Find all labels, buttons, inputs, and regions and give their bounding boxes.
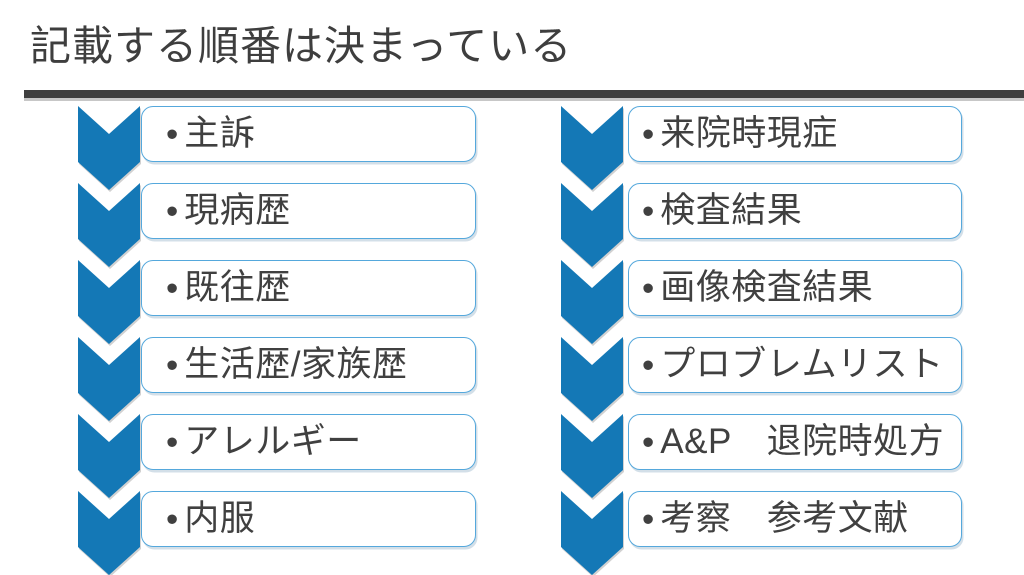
list-item-label: アレルギー — [184, 421, 362, 461]
bullet-marker: • — [642, 345, 655, 385]
list-item-label: 生活歴/家族歴 — [184, 344, 408, 384]
chevron-down-icon — [561, 183, 623, 267]
list-item-box: • 主訴 — [141, 106, 476, 162]
bullet-marker: • — [166, 268, 179, 308]
page-title: 記載する順番は決まっている — [30, 23, 573, 69]
chevron-stack-left — [78, 106, 140, 575]
list-item-label: プロブレムリスト — [660, 344, 944, 384]
list-item-label: 来院時現症 — [660, 113, 838, 153]
list-item-box: • 考察 参考文献 — [628, 491, 962, 547]
list-item-label: A&P 退院時処方 — [660, 421, 945, 461]
title-divider — [24, 90, 1024, 98]
bullet-marker: • — [642, 114, 655, 154]
list-item-label: 主訴 — [184, 113, 256, 153]
list-item-box: • プロブレムリスト — [628, 337, 962, 393]
list-item-label: 検査結果 — [660, 190, 803, 230]
list-item-label: 内服 — [184, 498, 256, 538]
bullet-marker: • — [166, 191, 179, 231]
chevron-down-icon — [561, 491, 623, 575]
chevron-list-left: • 主訴 • 現病歴 • 既往歴 • 生活歴/家族歴 • アレルギー • 内服 — [78, 106, 476, 575]
bullet-marker: • — [642, 499, 655, 539]
chevron-down-icon — [561, 260, 623, 344]
list-item-box: • 既往歴 — [141, 260, 476, 316]
list-item-box: • 来院時現症 — [628, 106, 962, 162]
chevron-down-icon — [78, 260, 140, 344]
chevron-down-icon — [78, 414, 140, 498]
chevron-down-icon — [561, 106, 623, 190]
list-item-box: • 現病歴 — [141, 183, 476, 239]
chevron-down-icon — [78, 337, 140, 421]
list-item-box: • アレルギー — [141, 414, 476, 470]
chevron-down-icon — [78, 491, 140, 575]
bullet-marker: • — [642, 268, 655, 308]
chevron-list-right: • 来院時現症 • 検査結果 • 画像検査結果 • プロブレムリスト • A&P… — [561, 106, 962, 575]
chevron-down-icon — [78, 106, 140, 190]
bullet-marker: • — [642, 422, 655, 462]
list-item-box: • 画像検査結果 — [628, 260, 962, 316]
list-item-label: 現病歴 — [184, 190, 291, 230]
chevron-down-icon — [561, 337, 623, 421]
list-item-label: 既往歴 — [184, 267, 291, 307]
bullet-marker: • — [166, 114, 179, 154]
chevron-down-icon — [78, 183, 140, 267]
chevron-down-icon — [561, 414, 623, 498]
bullet-marker: • — [166, 345, 179, 385]
list-item-label: 考察 参考文献 — [660, 498, 909, 538]
list-item-label: 画像検査結果 — [660, 267, 874, 307]
bullet-marker: • — [166, 422, 179, 462]
list-item-box: • 生活歴/家族歴 — [141, 337, 476, 393]
bullet-marker: • — [166, 499, 179, 539]
bullet-marker: • — [642, 191, 655, 231]
list-item-box: • 検査結果 — [628, 183, 962, 239]
list-item-box: • A&P 退院時処方 — [628, 414, 962, 470]
chevron-stack-right — [561, 106, 623, 575]
list-item-box: • 内服 — [141, 491, 476, 547]
